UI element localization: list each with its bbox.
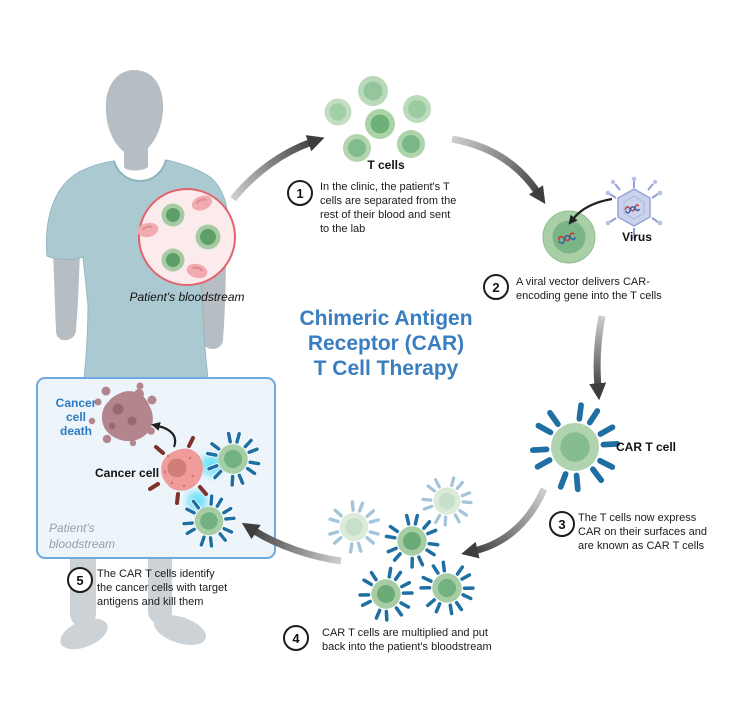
- step-3-text: The T cells now express CAR on their sur…: [578, 512, 708, 553]
- step-3-number: 3: [558, 516, 566, 532]
- step-4-number: 4: [292, 630, 300, 646]
- step-1-text: In the clinic, the patient's T cells are…: [320, 181, 457, 236]
- bloodstream-circle: [137, 188, 236, 286]
- step-1-number: 1: [296, 185, 304, 201]
- car-t-cell-label: CAR T cell: [616, 440, 677, 454]
- arrow-virus-to-cell: [568, 197, 613, 225]
- virus-dna: [624, 204, 641, 214]
- cancer-cell-label: Cancer cell: [95, 466, 160, 480]
- t-cells-cluster: [324, 76, 431, 162]
- arrow-cartcell-to-cluster: [461, 487, 548, 559]
- car-t-cell-faded: [326, 499, 381, 555]
- car-t-cell-main: [520, 391, 630, 502]
- t-cells-label: T cells: [367, 158, 405, 172]
- bloodstream-box: [36, 377, 276, 559]
- car-t-cell: [380, 508, 444, 573]
- multiplied-car-t-cells: [326, 467, 487, 629]
- diagram-title: Chimeric Antigen Receptor (CAR) T Cell T…: [299, 307, 473, 381]
- patient-right-leg: [148, 558, 172, 624]
- arrow-tcells-to-virus: [451, 135, 546, 205]
- car-t-cell: [351, 559, 420, 628]
- patient-right-foot: [154, 615, 206, 645]
- step-2-text: A viral vector delivers CAR- encoding ge…: [516, 276, 662, 303]
- virus-label: Virus: [622, 230, 652, 244]
- bloodstream-t-cells: [161, 203, 221, 272]
- arrow-patient-to-tcells: [230, 135, 325, 202]
- patient-left-arm: [52, 243, 80, 341]
- attack-glow: [187, 491, 207, 511]
- cancer-cell-death-label: Cancer cell death: [55, 396, 97, 438]
- step-5-number: 5: [76, 572, 84, 588]
- arrow-cancercell-to-death: [150, 422, 177, 448]
- cancer-cell: [148, 436, 208, 505]
- patient-bloodstream-label: Patient's bloodstream: [129, 290, 245, 304]
- step-5-badge: 5: [67, 567, 93, 593]
- transduced-t-cell: [542, 210, 596, 264]
- step-2-number: 2: [492, 279, 500, 295]
- arrow-virus-to-cartcell: [589, 315, 607, 401]
- patient-head: [105, 70, 164, 171]
- virus-icon: [568, 176, 663, 240]
- arrow-cluster-to-box: [241, 522, 342, 565]
- shirt-collar-line: [113, 159, 167, 183]
- red-blood-cells: [137, 195, 213, 279]
- step-5-text: The CAR T cells identify the cancer cell…: [97, 568, 228, 609]
- step-4-badge: 4: [283, 625, 309, 651]
- car-gene-dna: [557, 232, 577, 245]
- step-4-text: CAR T cells are multiplied and put back …: [322, 627, 492, 654]
- car-t-cell-faded: [413, 467, 481, 535]
- step-1-badge: 1: [287, 180, 313, 206]
- dead-cancer-cell: [88, 382, 157, 447]
- patient-left-foot: [60, 618, 108, 650]
- box-bloodstream-label: Patient's bloodstream: [49, 521, 116, 551]
- step-2-badge: 2: [483, 274, 509, 300]
- step-3-badge: 3: [549, 511, 575, 537]
